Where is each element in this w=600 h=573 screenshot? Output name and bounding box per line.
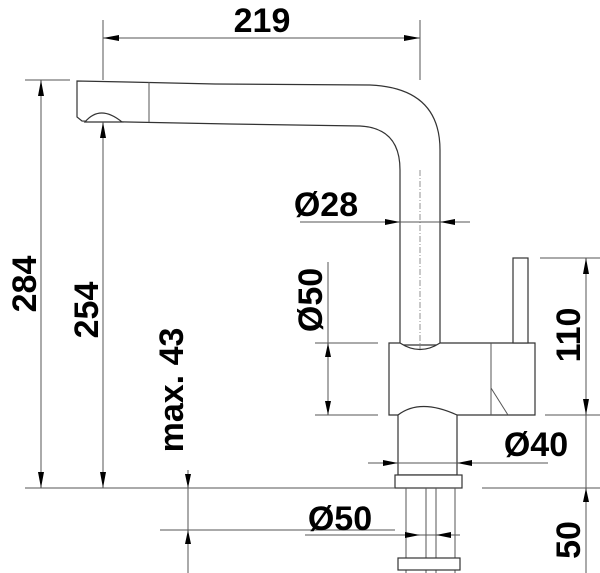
dim-base-diameter: Ø40 — [504, 426, 568, 464]
body — [388, 342, 536, 416]
base-neck — [397, 406, 458, 476]
dim-hole-diameter: Ø50 — [308, 500, 372, 538]
lever-cam — [490, 387, 509, 416]
dim-219: 219 — [234, 2, 291, 40]
flange — [394, 474, 463, 489]
aerator — [83, 112, 124, 123]
spout — [76, 80, 441, 346]
dim-body-diameter: Ø50 — [292, 268, 330, 332]
faucet-outline — [76, 80, 536, 573]
dimension-lines — [25, 20, 600, 573]
lever-handle — [512, 257, 529, 344]
dim-254: 254 — [68, 282, 106, 339]
dim-spout-diameter: Ø28 — [294, 186, 358, 224]
dim-110: 110 — [550, 308, 588, 363]
dim-50: 50 — [550, 521, 588, 559]
dim-max-43: max. 43 — [153, 328, 191, 453]
dim-284: 284 — [6, 256, 44, 313]
shank — [397, 488, 461, 573]
